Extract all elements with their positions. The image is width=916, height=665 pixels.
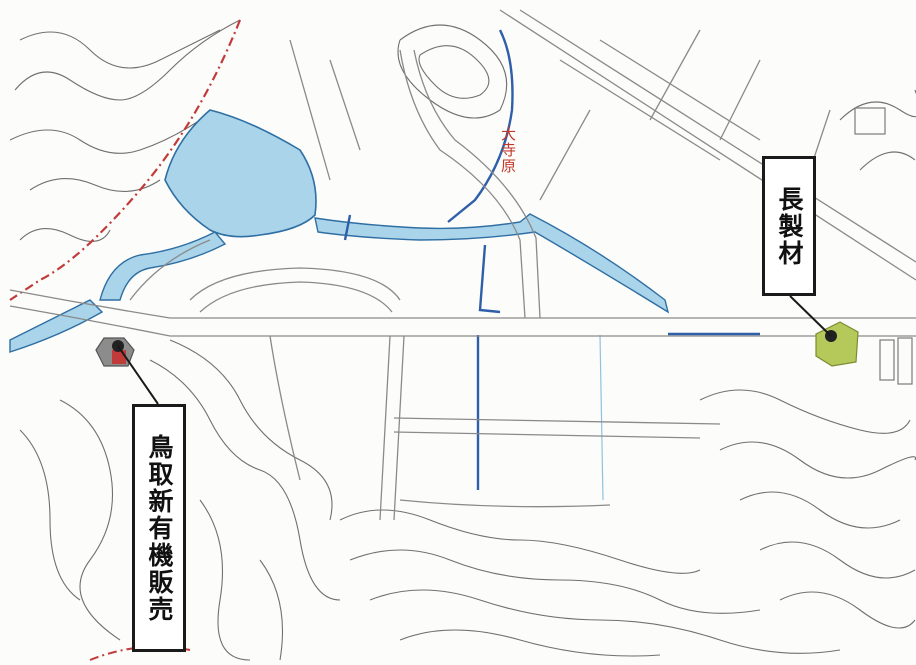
building-outlines (854, 107, 913, 385)
callout-tottori[interactable]: 鳥取新有機販売 (132, 404, 186, 652)
callout-label: 長製材 (775, 185, 804, 267)
contour-lines (9, 19, 916, 661)
place-label-ootera: 大寺原 (499, 126, 517, 174)
river-channel-west (99, 231, 227, 301)
facility-tottori-icon[interactable] (95, 337, 135, 367)
callout-label: 鳥取新有機販売 (145, 433, 174, 623)
minor-ditch (599, 334, 604, 501)
canals (343, 29, 760, 490)
callout-chouseizai[interactable]: 長製材 (762, 156, 816, 296)
reservoir (164, 109, 317, 238)
leader-line-tottori (117, 345, 159, 405)
boundary-line (9, 19, 242, 301)
leader-line-chouseizai (789, 295, 832, 337)
river-channel-southwest (9, 299, 104, 353)
river-channel-east (314, 213, 670, 314)
